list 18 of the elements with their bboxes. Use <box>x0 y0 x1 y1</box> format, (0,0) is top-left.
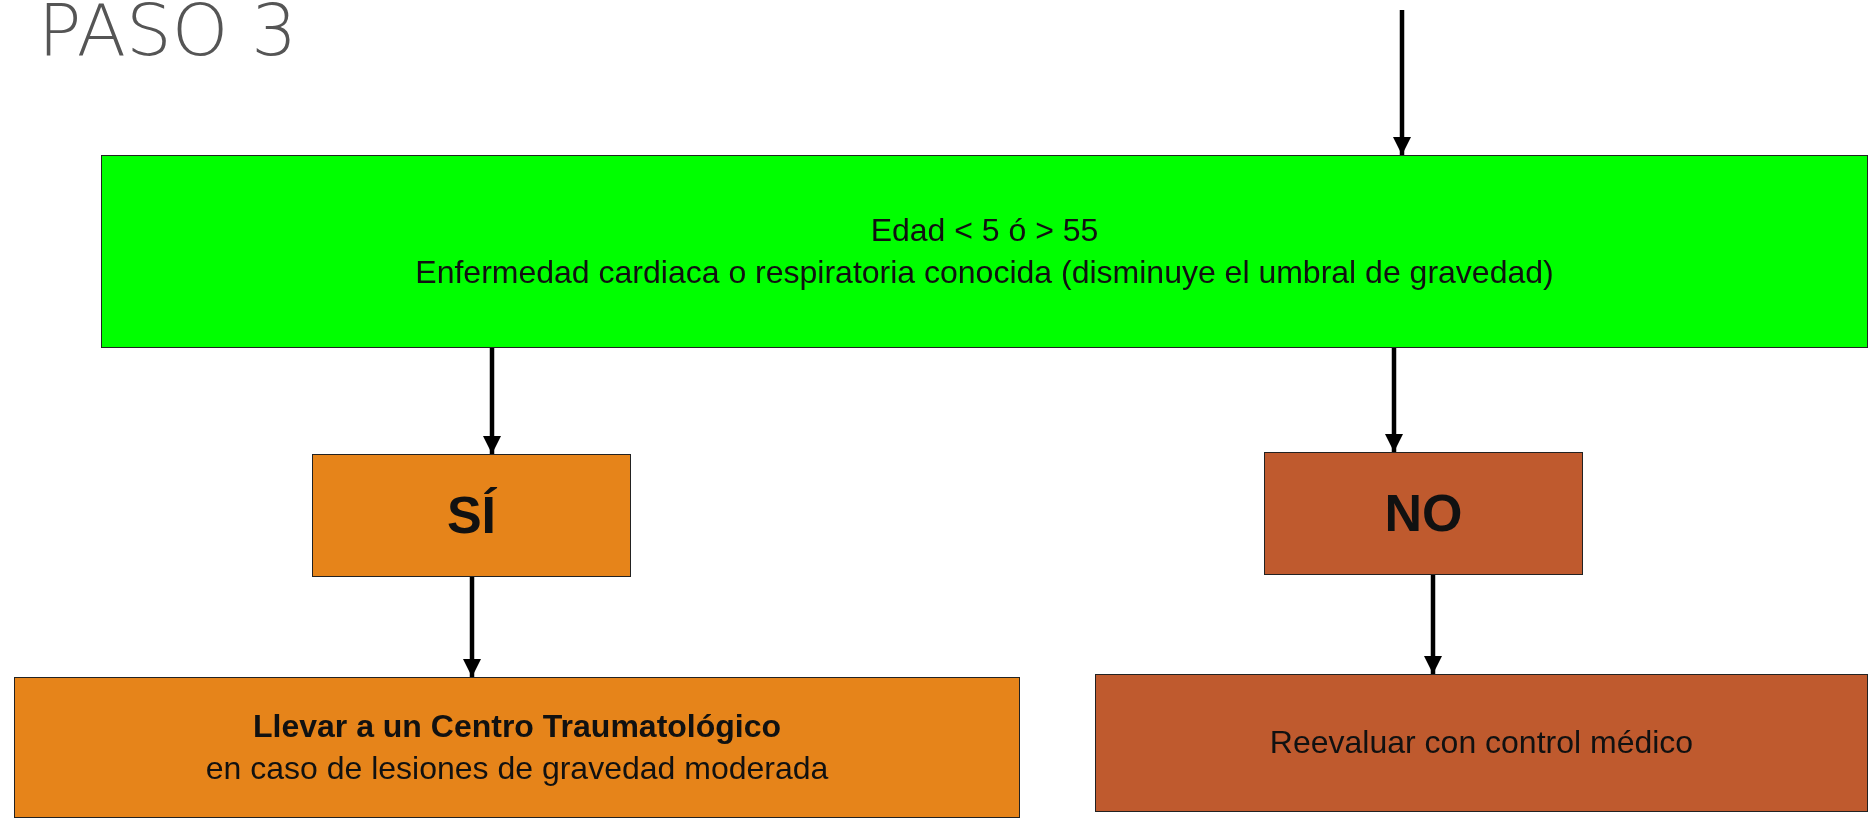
box-text: NO <box>1384 482 1463 544</box>
arrow <box>1424 575 1442 674</box>
box-text: SÍ <box>446 484 497 546</box>
action-box <box>1095 674 1868 812</box>
box-text: Llevar a un Centro Traumatológico <box>252 706 782 746</box>
condition-box <box>101 155 1868 348</box>
arrow <box>483 348 501 454</box>
box-text: en caso de lesiones de gravedad moderada <box>205 748 829 788</box>
box-text: Enfermedad cardiaca o respiratoria conocida (disminuye el umbral de gravedad) <box>415 252 1554 292</box>
no-box <box>1264 452 1583 575</box>
arrow <box>463 577 481 677</box>
action-box <box>14 677 1020 818</box>
page-title: PASO 3 <box>38 0 298 66</box>
yes-box <box>312 454 631 577</box>
box-text: Edad < 5 ó > 55 <box>870 210 1099 250</box>
arrow <box>1385 348 1403 452</box>
arrow <box>1393 10 1411 155</box>
box-text: Reevaluar con control médico <box>1269 723 1694 763</box>
